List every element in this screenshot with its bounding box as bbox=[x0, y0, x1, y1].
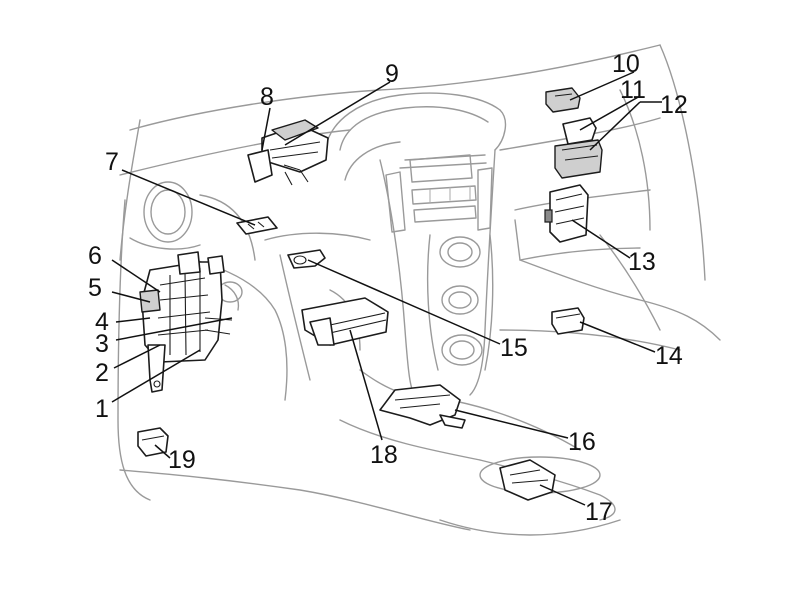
callout-6: 6 bbox=[88, 242, 102, 270]
callout-9: 9 bbox=[385, 60, 399, 88]
callout-4: 4 bbox=[95, 308, 109, 336]
dashboard-outline bbox=[117, 44, 721, 536]
callout-1: 1 bbox=[95, 395, 109, 423]
leader-lines bbox=[111, 71, 662, 506]
component-13 bbox=[544, 184, 589, 243]
callout-7: 7 bbox=[105, 148, 119, 176]
junction-block-cluster bbox=[139, 251, 233, 393]
callout-15: 15 bbox=[500, 334, 528, 362]
component-10 bbox=[545, 87, 581, 113]
callout-14: 14 bbox=[655, 342, 683, 370]
callout-2: 2 bbox=[95, 359, 109, 387]
callout-18: 18 bbox=[370, 441, 398, 469]
callout-11: 11 bbox=[620, 76, 646, 104]
component-16 bbox=[379, 384, 466, 429]
component-11-12 bbox=[554, 117, 603, 179]
component-8-9 bbox=[247, 119, 329, 186]
callout-8: 8 bbox=[260, 83, 274, 111]
callout-5: 5 bbox=[88, 274, 102, 302]
callout-10: 10 bbox=[612, 50, 640, 78]
component-17 bbox=[499, 459, 556, 501]
callout-19: 19 bbox=[168, 446, 196, 474]
callout-3: 3 bbox=[95, 330, 109, 358]
callout-16: 16 bbox=[568, 428, 596, 456]
callout-12: 12 bbox=[660, 91, 688, 119]
component-14 bbox=[551, 307, 585, 335]
component-18 bbox=[301, 297, 389, 346]
callout-labels: 1 2 3 4 5 6 7 8 9 10 11 12 13 14 15 16 1… bbox=[88, 50, 688, 526]
callout-17: 17 bbox=[585, 498, 613, 526]
callout-13: 13 bbox=[628, 248, 656, 276]
